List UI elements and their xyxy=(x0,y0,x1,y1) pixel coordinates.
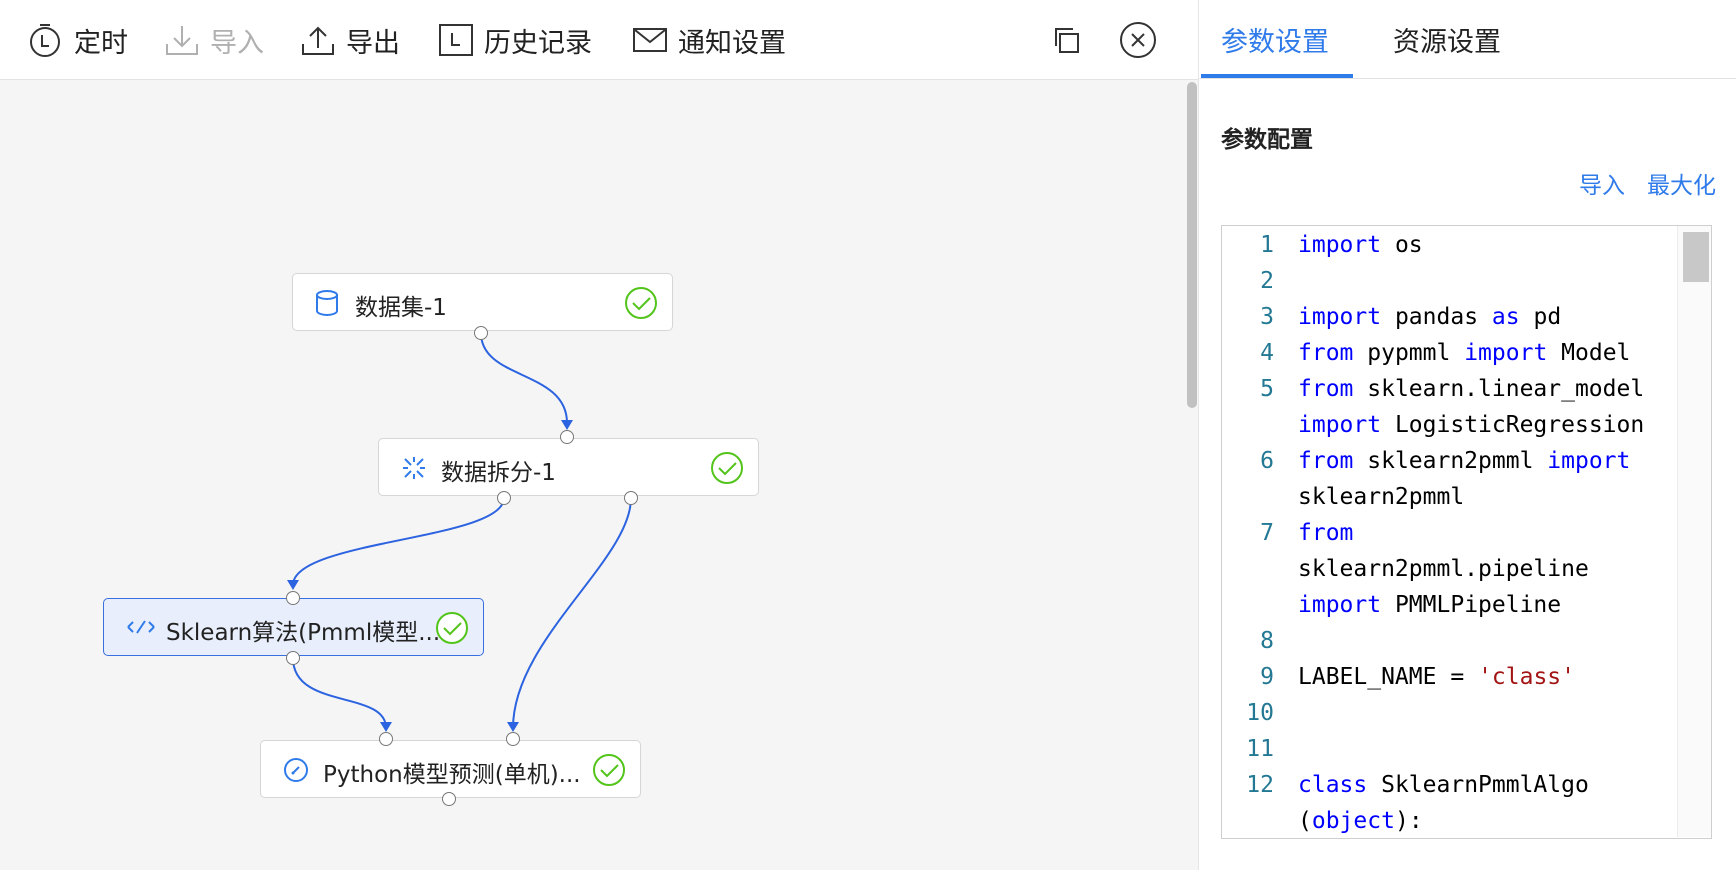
edge-dataset-split xyxy=(480,332,568,424)
import-link[interactable]: 导入 xyxy=(1579,173,1625,199)
timer-button[interactable]: 定时 xyxy=(28,18,128,62)
notify-settings-button[interactable]: 通知设置 xyxy=(632,18,786,62)
node-label: Sklearn算法(Pmml模型... xyxy=(166,620,438,646)
import-label: 导入 xyxy=(210,27,264,59)
code-line: from xyxy=(1298,520,1354,546)
timer-label: 定时 xyxy=(74,27,128,59)
node-dataset[interactable]: 数据集-1 xyxy=(292,273,673,331)
editor-scrollbar-thumb[interactable] xyxy=(1683,232,1709,282)
code-line: sklearn2pmml.pipeline xyxy=(1298,556,1589,582)
line-number: 2 xyxy=(1260,268,1274,294)
history-label: 历史记录 xyxy=(484,27,592,59)
tab-param-settings[interactable]: 参数设置 xyxy=(1221,27,1329,58)
upload-icon xyxy=(302,26,334,55)
connection-edges xyxy=(287,332,632,732)
node-label: Python模型预测(单机)... xyxy=(323,762,581,788)
copy-icon xyxy=(1055,28,1079,53)
line-number: 9 xyxy=(1260,664,1274,690)
node-predict-input-port-1[interactable] xyxy=(379,732,393,746)
settings-tabs: 参数设置 资源设置 xyxy=(1199,0,1736,79)
close-icon xyxy=(1120,22,1156,58)
history-button[interactable]: 历史记录 xyxy=(438,18,592,62)
code-line: import LogisticRegression xyxy=(1298,412,1645,438)
code-line: class SklearnPmmlAlgo xyxy=(1298,772,1589,798)
code-line: sklearn2pmml xyxy=(1298,484,1465,510)
node-predict[interactable]: Python模型预测(单机)... xyxy=(260,740,641,798)
code-line: from sklearn.linear_model xyxy=(1298,376,1645,402)
node-split-input-port[interactable] xyxy=(560,430,574,444)
mail-icon xyxy=(633,28,667,52)
export-label: 导出 xyxy=(346,27,400,59)
database-icon xyxy=(316,290,338,316)
code-line: from sklearn2pmml import xyxy=(1298,448,1631,474)
node-label: 数据集-1 xyxy=(355,295,447,321)
code-line: import PMMLPipeline xyxy=(1298,592,1562,618)
settings-panel: 参数设置 资源设置 参数配置 导入 最大化 1 import os 2 3 import… xyxy=(1198,0,1736,870)
section-title: 参数配置 xyxy=(1221,127,1313,153)
line-number: 6 xyxy=(1260,448,1274,474)
editor-scrollbar[interactable] xyxy=(1677,226,1711,837)
node-split-output-port-2[interactable] xyxy=(624,491,638,505)
algorithm-icon xyxy=(127,620,155,634)
line-number: 4 xyxy=(1260,340,1274,366)
line-number: 5 xyxy=(1260,376,1274,402)
tab-resource-settings[interactable]: 资源设置 xyxy=(1393,27,1501,58)
node-predict-output-port[interactable] xyxy=(442,792,456,806)
notify-settings-label: 通知设置 xyxy=(678,27,786,59)
copy-button[interactable] xyxy=(1052,18,1092,62)
line-number: 11 xyxy=(1246,736,1274,762)
success-check-icon xyxy=(625,287,657,319)
line-number: 3 xyxy=(1260,304,1274,330)
history-icon xyxy=(439,24,473,56)
node-predict-input-port-2[interactable] xyxy=(506,732,520,746)
code-line: (object): xyxy=(1298,808,1423,834)
edge-sklearn-predict xyxy=(292,657,387,729)
success-check-icon xyxy=(436,612,468,644)
code-line: LABEL_NAME = 'class' xyxy=(1298,664,1575,690)
line-number: 8 xyxy=(1260,628,1274,654)
success-check-icon xyxy=(711,452,743,484)
line-number: 7 xyxy=(1260,520,1274,546)
maximize-link[interactable]: 最大化 xyxy=(1647,173,1716,199)
export-button[interactable]: 导出 xyxy=(300,18,400,62)
canvas-scrollbar-thumb[interactable] xyxy=(1187,82,1197,408)
clock-icon xyxy=(30,24,60,57)
download-icon xyxy=(166,26,198,55)
import-button[interactable]: 导入 xyxy=(164,18,264,62)
active-tab-indicator xyxy=(1201,74,1353,78)
node-sklearn[interactable]: Sklearn算法(Pmml模型... xyxy=(103,598,484,656)
node-dataset-output-port[interactable] xyxy=(474,326,488,340)
split-icon xyxy=(403,457,425,479)
code-editor[interactable]: 1 import os 2 3 import pandas as pd 4 from pyp… xyxy=(1221,225,1712,839)
predict-gauge-icon xyxy=(284,758,308,782)
node-split[interactable]: 数据拆分-1 xyxy=(378,438,759,496)
workflow-canvas[interactable]: 数据集-1 数据拆分-1 Sklearn算法(Pmml模型... Python模… xyxy=(0,80,1198,870)
line-number: 10 xyxy=(1246,700,1274,726)
code-line: import os xyxy=(1298,232,1423,258)
node-label: 数据拆分-1 xyxy=(441,460,556,486)
node-sklearn-input-port[interactable] xyxy=(286,591,300,605)
edge-split-sklearn xyxy=(292,497,505,586)
node-split-output-port-1[interactable] xyxy=(497,491,511,505)
code-line: from pypmml import Model xyxy=(1298,340,1631,366)
edge-split-predict xyxy=(512,497,632,729)
close-button[interactable] xyxy=(1118,18,1168,62)
success-check-icon xyxy=(593,754,625,786)
toolbar: 定时 导入 导出 历史记录 通知设置 xyxy=(0,0,1198,80)
line-number: 12 xyxy=(1246,772,1274,798)
code-line: import pandas as pd xyxy=(1298,304,1562,330)
line-number: 1 xyxy=(1260,232,1274,258)
node-sklearn-output-port[interactable] xyxy=(286,651,300,665)
